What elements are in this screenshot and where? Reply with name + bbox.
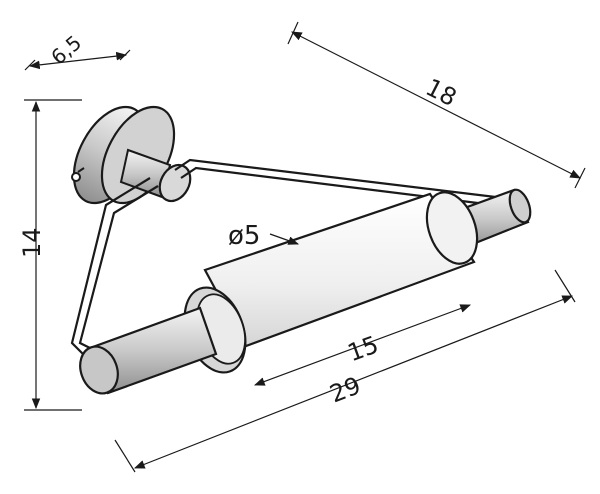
dimension-diameter: ø5 [228, 221, 300, 251]
dim-total-length-label: 29 [326, 371, 365, 408]
dim-diameter-label: ø5 [228, 221, 260, 251]
dim-roll-length-label: 15 [344, 331, 382, 368]
wire-frame [70, 158, 521, 358]
dimension-height: 14 [18, 99, 82, 411]
dim-height-label: 14 [18, 227, 46, 258]
paper-roll [203, 191, 479, 348]
dimension-width: 18 [287, 21, 586, 189]
mount-post [119, 148, 192, 203]
dim-width-label: 18 [421, 73, 461, 112]
left-spindle [79, 306, 218, 395]
dimension-depth: 6,5 [24, 30, 131, 71]
